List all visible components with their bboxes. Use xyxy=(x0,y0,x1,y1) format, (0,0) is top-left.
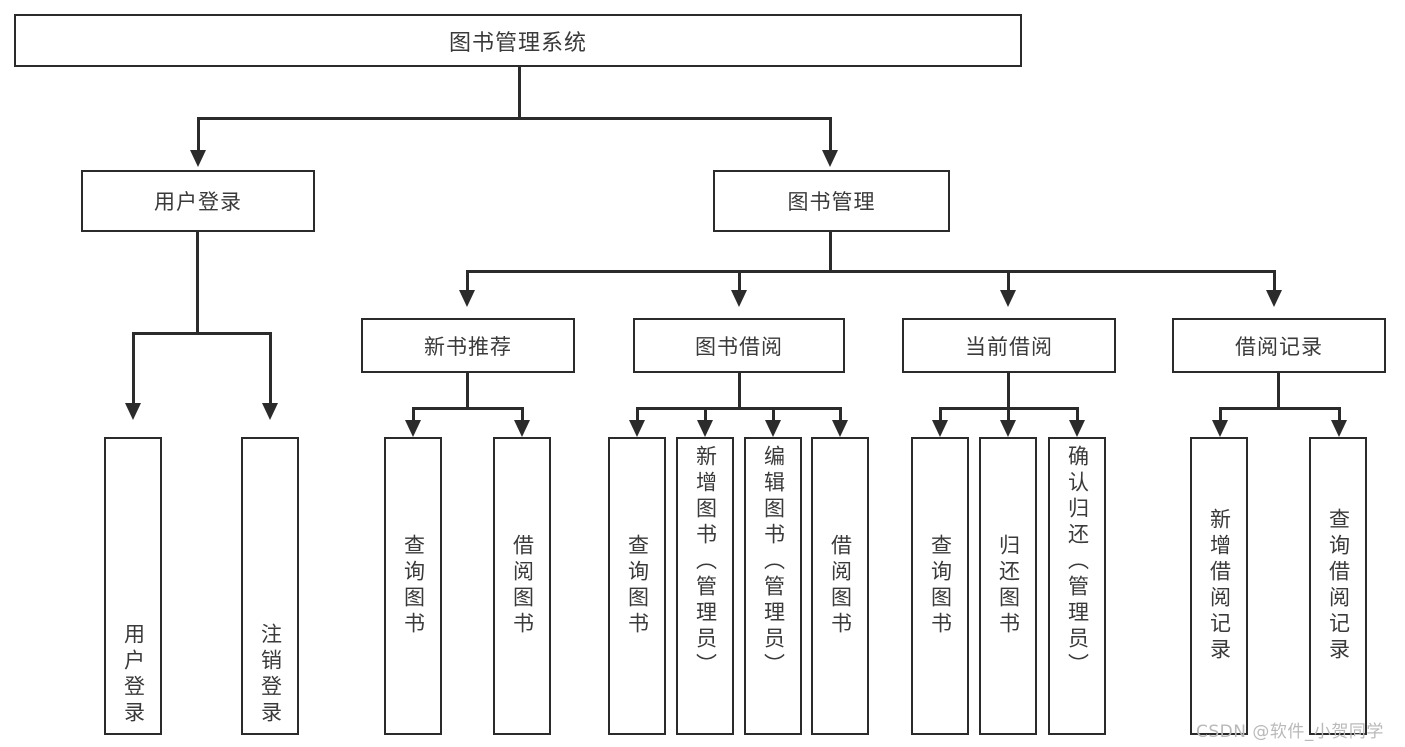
connector-root-to-user-login xyxy=(197,117,200,151)
connector-book-borrow-to-leaf-3 xyxy=(772,407,775,421)
connector-current-borrow-to-leaf-1 xyxy=(939,407,942,421)
connector-borrow-record-bar xyxy=(1219,407,1341,410)
leaf-label: 查询图书 xyxy=(401,534,426,638)
arrow-book-manage-to-record xyxy=(1266,290,1282,307)
arrow-book-borrow-to-leaf-1 xyxy=(629,420,645,437)
node-label: 图书管理系统 xyxy=(448,30,587,56)
node-root-system[interactable]: 图书管理系统 xyxy=(14,14,1022,67)
connector-new-book-to-leaf-2 xyxy=(521,407,524,421)
connector-book-borrow-to-leaf-2 xyxy=(704,407,707,421)
node-book-borrow[interactable]: 图书借阅 xyxy=(633,318,845,373)
arrow-current-borrow-to-leaf-1 xyxy=(932,420,948,437)
connector-book-manage-bar xyxy=(466,270,1276,273)
connector-book-manage-to-current xyxy=(1007,270,1010,291)
node-borrow-record[interactable]: 借阅记录 xyxy=(1172,318,1386,373)
arrow-book-manage-to-borrow xyxy=(731,290,747,307)
arrow-book-manage-to-new-book xyxy=(459,290,475,307)
arrow-user-login-to-leaf-2 xyxy=(262,403,278,420)
leaf-label: 查询图书 xyxy=(625,534,650,638)
leaf-borrow-book[interactable]: 借阅图书 xyxy=(811,437,869,735)
connector-root-to-book-manage xyxy=(829,117,832,151)
arrow-current-borrow-to-leaf-3 xyxy=(1069,420,1085,437)
connector-book-manage-to-new-book xyxy=(466,270,469,291)
node-new-book-recommend[interactable]: 新书推荐 xyxy=(361,318,575,373)
leaf-label: 归还图书 xyxy=(996,534,1021,638)
connector-book-manage-stem xyxy=(829,232,832,271)
connector-book-borrow-to-leaf-4 xyxy=(839,407,842,421)
arrow-book-manage-to-current xyxy=(1000,290,1016,307)
connector-borrow-record-to-leaf-2 xyxy=(1338,407,1341,421)
leaf-label: 新增图书（管理员） xyxy=(693,445,718,679)
leaf-query-book-borrow[interactable]: 查询图书 xyxy=(608,437,666,735)
leaf-edit-book-admin[interactable]: 编辑图书（管理员） xyxy=(744,437,802,735)
connector-user-login-bar xyxy=(132,332,272,335)
arrow-borrow-record-to-leaf-2 xyxy=(1331,420,1347,437)
leaf-label: 借阅图书 xyxy=(510,534,535,638)
leaf-label: 注销登录 xyxy=(258,623,283,727)
connector-book-manage-to-borrow xyxy=(738,270,741,291)
arrow-book-borrow-to-leaf-2 xyxy=(697,420,713,437)
arrow-new-book-to-leaf-2 xyxy=(514,420,530,437)
arrow-user-login-to-leaf-1 xyxy=(125,403,141,420)
connector-book-borrow-to-leaf-1 xyxy=(636,407,639,421)
arrow-current-borrow-to-leaf-2 xyxy=(1000,420,1016,437)
node-label: 借阅记录 xyxy=(1235,334,1323,359)
connector-borrow-record-stem xyxy=(1277,373,1280,409)
node-label: 图书借阅 xyxy=(695,334,783,359)
connector-current-borrow-to-leaf-2 xyxy=(1007,407,1010,421)
leaf-label: 确认归还（管理员） xyxy=(1065,445,1090,679)
connector-borrow-record-to-leaf-1 xyxy=(1219,407,1222,421)
leaf-return-book[interactable]: 归还图书 xyxy=(979,437,1037,735)
leaf-borrow-book-recommend[interactable]: 借阅图书 xyxy=(493,437,551,735)
watermark-csdn: CSDN @软件_小贺同学 xyxy=(1196,722,1384,742)
leaf-label: 查询借阅记录 xyxy=(1326,508,1351,664)
node-book-management[interactable]: 图书管理 xyxy=(713,170,950,232)
leaf-label: 新增借阅记录 xyxy=(1207,508,1232,664)
leaf-label: 用户登录 xyxy=(121,623,146,727)
connector-new-book-bar xyxy=(412,407,524,410)
leaf-query-book-current[interactable]: 查询图书 xyxy=(911,437,969,735)
connector-book-borrow-bar xyxy=(636,407,842,410)
node-label: 当前借阅 xyxy=(965,334,1053,359)
connector-current-borrow-stem xyxy=(1007,373,1010,409)
arrow-book-borrow-to-leaf-4 xyxy=(832,420,848,437)
node-label: 新书推荐 xyxy=(424,334,512,359)
arrow-new-book-to-leaf-1 xyxy=(405,420,421,437)
connector-user-login-to-leaf-1 xyxy=(132,332,135,404)
connector-new-book-to-leaf-1 xyxy=(412,407,415,421)
arrow-book-borrow-to-leaf-3 xyxy=(765,420,781,437)
leaf-label: 借阅图书 xyxy=(828,534,853,638)
connector-root-bar xyxy=(197,117,832,120)
leaf-query-book-recommend[interactable]: 查询图书 xyxy=(384,437,442,735)
arrow-borrow-record-to-leaf-1 xyxy=(1212,420,1228,437)
leaf-add-book-admin[interactable]: 新增图书（管理员） xyxy=(676,437,734,735)
connector-book-borrow-stem xyxy=(738,373,741,409)
leaf-add-borrow-record[interactable]: 新增借阅记录 xyxy=(1190,437,1248,735)
leaf-label: 查询图书 xyxy=(928,534,953,638)
leaf-label: 编辑图书（管理员） xyxy=(761,445,786,679)
leaf-query-borrow-record[interactable]: 查询借阅记录 xyxy=(1309,437,1367,735)
connector-current-borrow-to-leaf-3 xyxy=(1076,407,1079,421)
leaf-confirm-return-admin[interactable]: 确认归还（管理员） xyxy=(1048,437,1106,735)
connector-root-stem xyxy=(518,67,521,118)
arrow-root-to-user-login xyxy=(190,150,206,167)
node-label: 图书管理 xyxy=(787,190,876,214)
connector-new-book-stem xyxy=(466,373,469,409)
connector-book-manage-to-record xyxy=(1273,270,1276,291)
node-current-borrow[interactable]: 当前借阅 xyxy=(902,318,1116,373)
connector-user-login-to-leaf-2 xyxy=(269,332,272,404)
leaf-logout-login[interactable]: 注销登录 xyxy=(241,437,299,735)
arrow-root-to-book-manage xyxy=(822,150,838,167)
node-user-login[interactable]: 用户登录 xyxy=(81,170,315,232)
leaf-user-login[interactable]: 用户登录 xyxy=(104,437,162,735)
connector-user-login-stem xyxy=(196,232,199,333)
node-label: 用户登录 xyxy=(154,190,242,214)
